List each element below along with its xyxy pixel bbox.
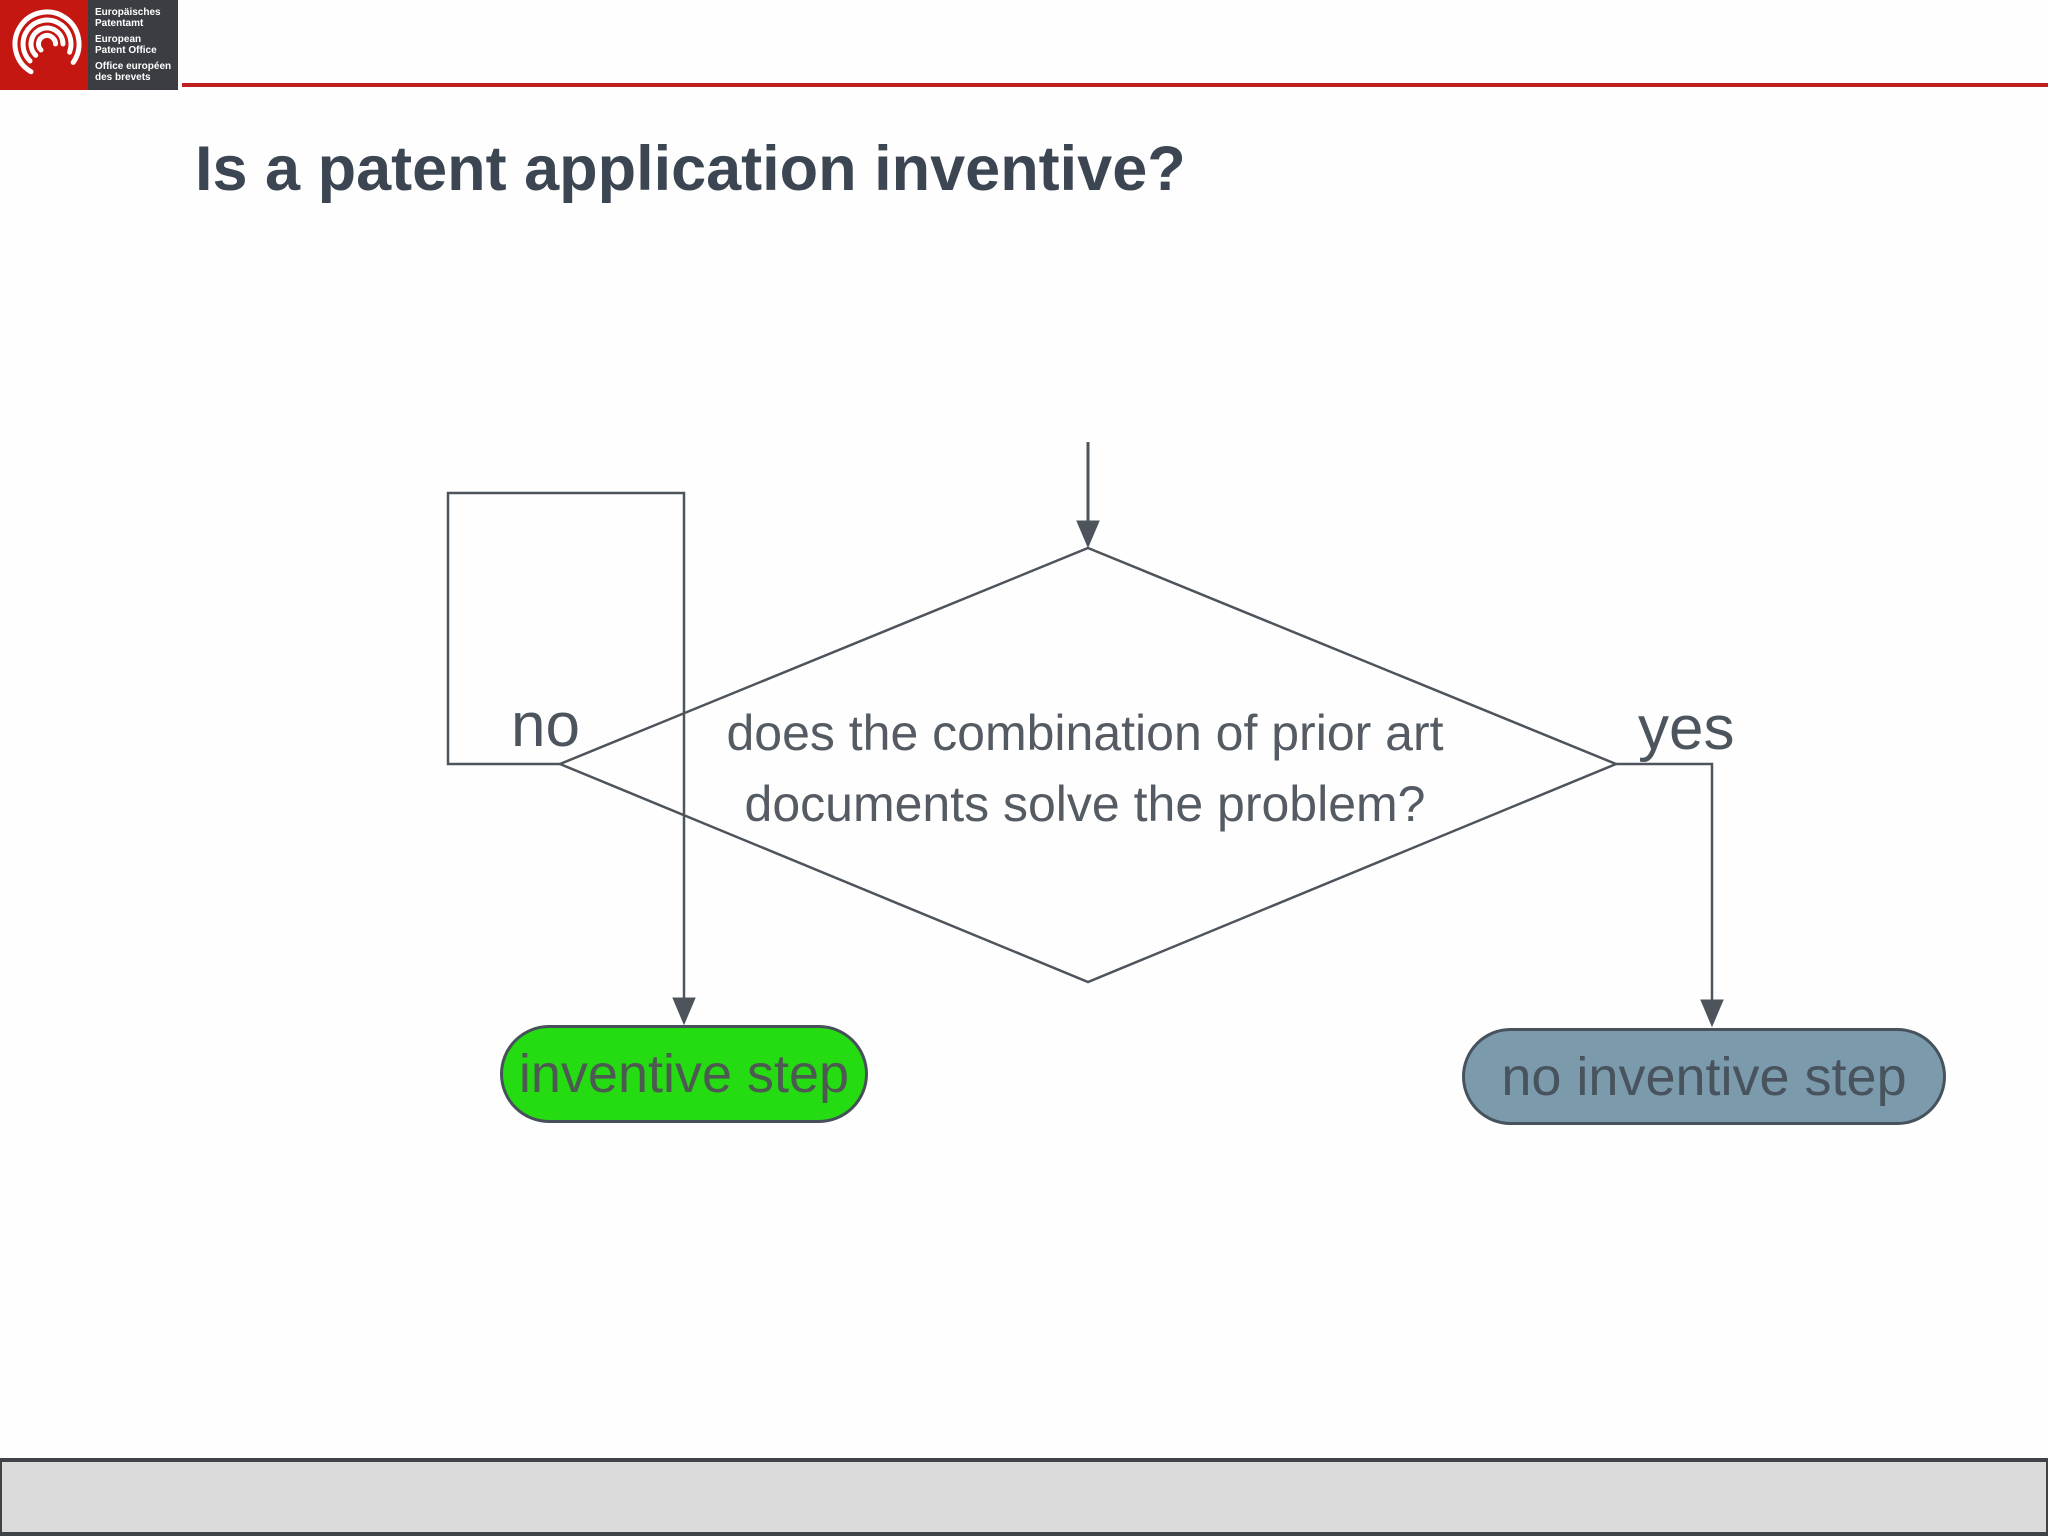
yes-branch-line: [1616, 762, 1714, 1002]
epo-logo: [0, 0, 88, 90]
no-branch-label: no: [511, 691, 580, 760]
epo-spiral-icon: [12, 9, 82, 75]
yes-branch-arrowhead-icon: [1700, 999, 1724, 1028]
decision-question-line2: documents solve the problem?: [744, 776, 1426, 832]
header-red-rule: [182, 83, 2048, 87]
epo-logo-text: Europäisches Patentamt European Patent O…: [88, 0, 178, 90]
inventive-step-node: inventive step: [500, 1025, 868, 1123]
no-inventive-step-node: no inventive step: [1462, 1028, 1946, 1125]
yes-branch-label: yes: [1638, 694, 1735, 763]
decision-question-line1: does the combination of prior art: [726, 705, 1444, 761]
logo-name-german: Europäisches Patentamt: [95, 7, 161, 29]
logo-name-english: European Patent Office: [95, 34, 157, 56]
no-branch-arrowhead-icon: [672, 997, 696, 1026]
decision-question: does the combination of prior art docume…: [585, 698, 1585, 840]
logo-name-french: Office européen des brevets: [95, 61, 172, 83]
entry-arrowhead-icon: [1076, 520, 1100, 549]
page-title: Is a patent application inventive?: [195, 134, 1186, 204]
footer-bar: [0, 1458, 2048, 1536]
